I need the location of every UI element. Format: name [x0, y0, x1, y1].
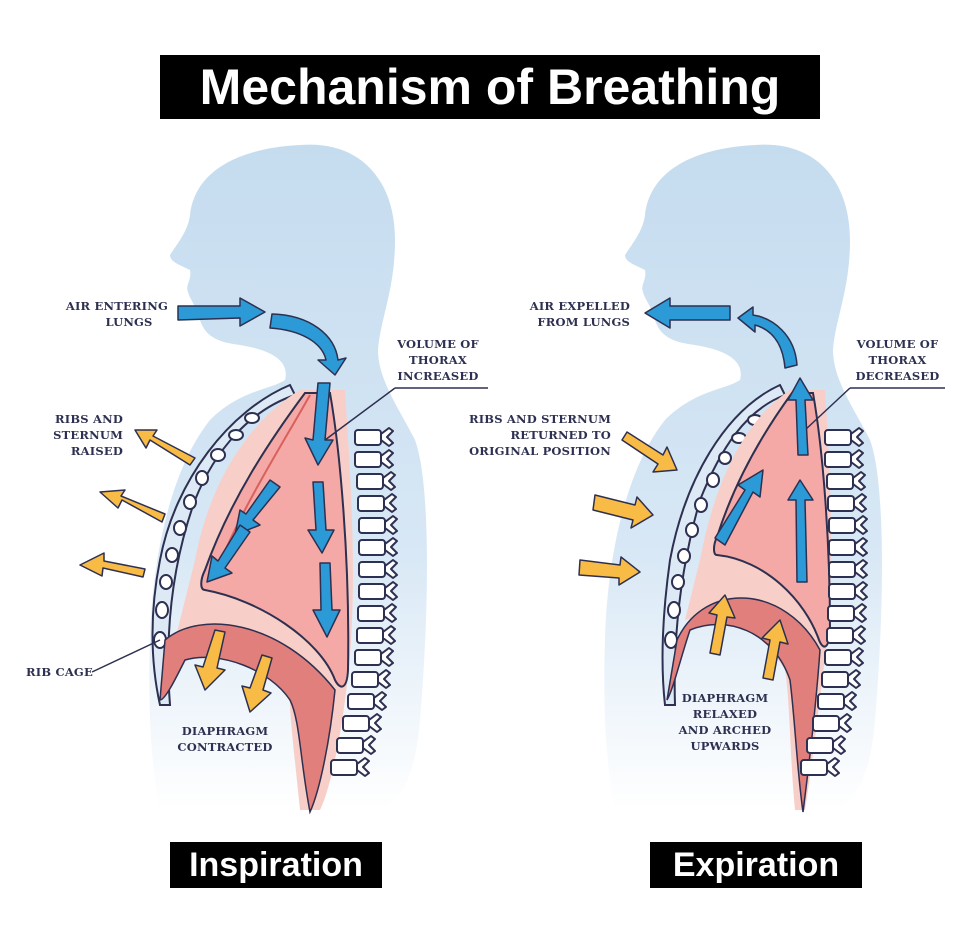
title-banner: Mechanism of Breathing — [160, 55, 820, 119]
label-line: THORAX — [408, 353, 468, 367]
label-line: FROM LUNGS — [537, 315, 630, 329]
label-line: STERNUM — [53, 428, 123, 442]
label-air-expelled: AIR EXPELLED FROM LUNGS — [500, 298, 630, 330]
force-arrows — [578, 431, 789, 681]
label-line: VOLUME OF — [397, 337, 479, 351]
label-volume-increased: VOLUME OF THORAX INCREASED — [388, 336, 488, 384]
label-line: RAISED — [70, 444, 123, 458]
lung — [713, 392, 832, 648]
label-diaphragm-contracted: DIAPHRAGM CONTRACTED — [165, 723, 285, 755]
phase-label-expiration: Expiration — [650, 842, 862, 888]
inspiration-figure — [79, 144, 488, 815]
label-rib-cage: RIB CAGE — [26, 664, 93, 680]
label-line: RETURNED TO — [510, 428, 611, 442]
rib-cage — [661, 383, 787, 706]
label-line: UPWARDS — [690, 739, 760, 753]
phase-title: Expiration — [672, 845, 840, 884]
expiration-figure — [578, 144, 945, 813]
air-arrows — [177, 297, 347, 638]
label-line: ORIGINAL POSITION — [469, 444, 611, 458]
label-line: DIAPHRAGM — [181, 724, 269, 738]
label-line: CONTRACTED — [177, 740, 273, 754]
label-ribs-raised: RIBS AND STERNUM RAISED — [20, 411, 123, 459]
label-line: VOLUME OF — [856, 337, 939, 351]
label-ribs-returned: RIBS AND STERNUM RETURNED TO ORIGINAL PO… — [440, 411, 611, 459]
force-arrows — [79, 429, 273, 713]
phase-label-inspiration: Inspiration — [170, 842, 382, 888]
label-diaphragm-relaxed: DIAPHRAGM RELAXED AND ARCHED UPWARDS — [670, 690, 780, 754]
label-line: LUNGS — [105, 315, 153, 329]
label-line: RIB CAGE — [26, 665, 93, 679]
diaphragm — [159, 623, 336, 815]
label-line: INCREASED — [397, 369, 479, 383]
label-line: THORAX — [868, 353, 927, 367]
label-line: AIR ENTERING — [65, 299, 168, 313]
page-title: Mechanism of Breathing — [199, 59, 781, 115]
air-arrows — [644, 297, 814, 583]
label-line: AND ARCHED — [678, 723, 772, 737]
phase-title: Inspiration — [189, 845, 363, 884]
diaphragm — [666, 597, 821, 813]
label-line: RELAXED — [692, 707, 758, 721]
lung — [200, 392, 350, 688]
label-line: RIBS AND — [55, 412, 123, 426]
label-air-entering: AIR ENTERING LUNGS — [40, 298, 168, 330]
label-volume-decreased: VOLUME OF THORAX DECREASED — [845, 336, 950, 384]
label-line: AIR EXPELLED — [529, 299, 630, 313]
label-line: RIBS AND STERNUM — [468, 412, 611, 426]
label-line: DECREASED — [855, 369, 940, 383]
label-line: DIAPHRAGM — [681, 691, 769, 705]
